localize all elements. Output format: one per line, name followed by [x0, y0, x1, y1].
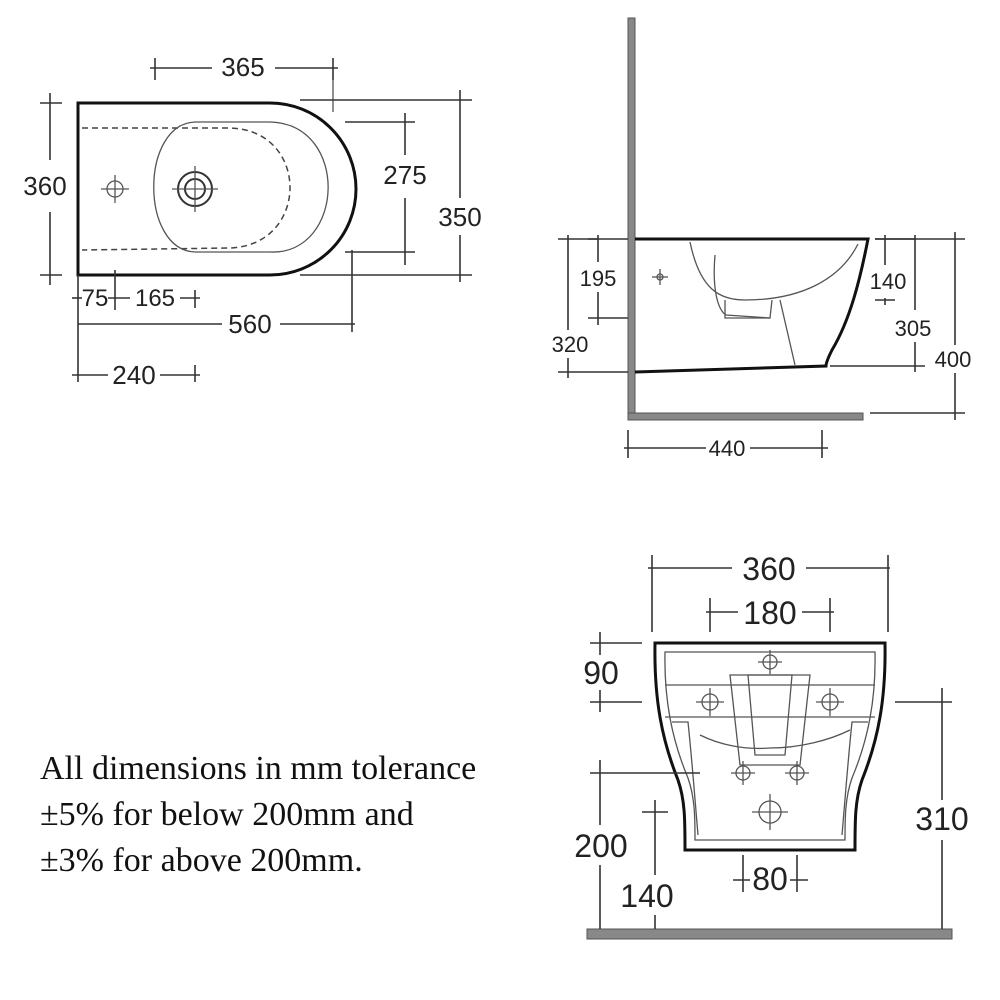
dim-400-label: 400 [935, 347, 972, 372]
rear-dim-200-label: 200 [574, 828, 627, 864]
dim-140-label: 140 [870, 269, 907, 294]
waste-outlet-icon [172, 166, 218, 212]
tolerance-note-line: All dimensions in mm tolerance [40, 750, 477, 787]
tap-hole-icon [101, 175, 129, 203]
fixing-icon [731, 761, 755, 785]
dim-165-label: 165 [135, 285, 175, 312]
tolerance-note-line: ±5% for below 200mm and [40, 796, 414, 833]
dim-350-label: 350 [438, 202, 481, 232]
floor [627, 412, 864, 421]
rear-dim-90-label: 90 [583, 655, 619, 691]
rear-dim-310-label: 310 [915, 801, 968, 837]
side-fixing-icon [652, 269, 668, 285]
tolerance-note: All dimensions in mm tolerance ±5% for b… [40, 746, 560, 884]
rear-outline [653, 641, 887, 852]
rear-view: 360 180 90 310 200 140 80 [574, 551, 969, 940]
side-bowl [689, 241, 859, 301]
dim-75-label: 75 [82, 285, 109, 312]
rear-floor [586, 928, 953, 940]
plan-inner-dashed [81, 127, 291, 251]
tolerance-note-line: ±3% for above 200mm. [40, 842, 363, 879]
dim-305-label: 305 [895, 316, 932, 341]
dim-320-label: 320 [552, 332, 589, 357]
dim-560-label: 560 [228, 309, 271, 339]
side-outline [634, 237, 870, 374]
dim-360-label: 360 [23, 171, 66, 201]
fixing-icon [758, 650, 782, 674]
plan-bowl [153, 121, 329, 253]
dim-240-label: 240 [112, 360, 155, 390]
fixing-icon [696, 688, 724, 716]
rear-inner [664, 651, 876, 841]
dim-440-label: 440 [709, 436, 746, 461]
dim-195-label: 195 [580, 266, 617, 291]
rear-dim-140-label: 140 [620, 878, 673, 914]
plan-outline [76, 101, 358, 277]
dim-275-label: 275 [383, 160, 426, 190]
rear-dim-80-label: 80 [752, 861, 788, 897]
side-view: 195 320 140 305 400 440 [552, 17, 972, 461]
fixing-icon [816, 688, 844, 716]
fixing-icon [785, 761, 809, 785]
plan-view: 365 360 275 350 75 165 560 [23, 52, 481, 390]
wall [627, 17, 636, 421]
rear-dim-360-label: 360 [742, 551, 795, 587]
rear-dim-180-label: 180 [743, 595, 796, 631]
waste-outlet-icon [752, 794, 788, 830]
dim-365-label: 365 [221, 52, 264, 82]
